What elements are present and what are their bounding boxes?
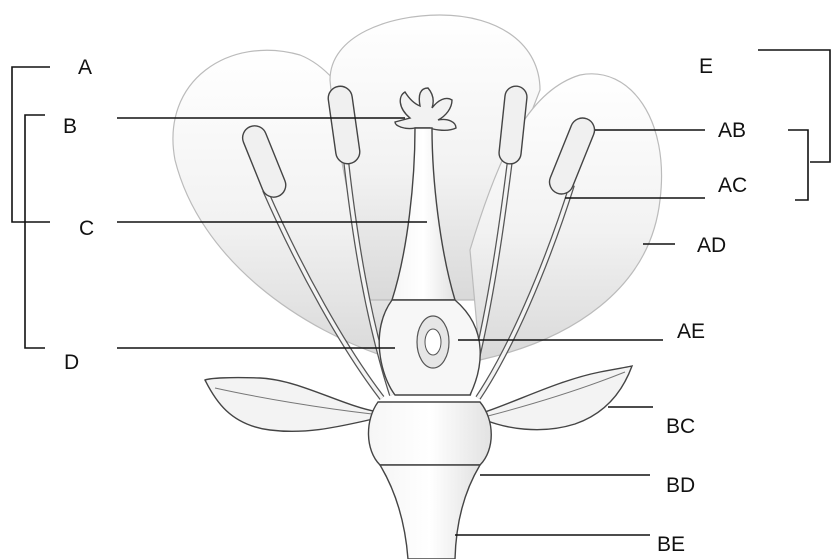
label-AB: AB <box>718 119 746 142</box>
bracket-E <box>758 50 830 162</box>
label-A: A <box>78 56 92 79</box>
label-E: E <box>699 55 713 78</box>
label-BD: BD <box>666 474 695 497</box>
label-AD: AD <box>697 234 726 257</box>
receptacle <box>368 402 491 465</box>
label-D: D <box>64 351 79 374</box>
sepal-right <box>485 366 632 430</box>
label-AE: AE <box>677 320 705 343</box>
sepal-left <box>205 378 378 432</box>
bracket-AB <box>788 130 808 200</box>
pedicel <box>380 465 480 559</box>
label-B: B <box>63 115 77 138</box>
label-BC: BC <box>666 415 695 438</box>
bracket-B <box>25 115 45 348</box>
bracket-A <box>12 67 50 222</box>
label-C: C <box>79 217 94 240</box>
label-BE: BE <box>657 533 685 556</box>
label-AC: AC <box>718 174 747 197</box>
